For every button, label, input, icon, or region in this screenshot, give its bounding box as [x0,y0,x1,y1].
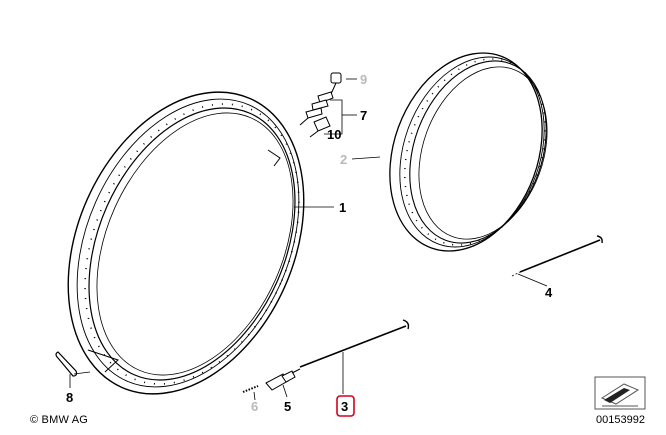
spoke-3[interactable] [299,319,410,368]
selection-highlight [336,395,355,417]
rim-front[interactable] [23,55,349,432]
spoke-4[interactable] [511,235,603,277]
document-view-icon[interactable] [594,376,646,410]
callout-5[interactable]: 5 [284,399,291,414]
callout-10[interactable]: 10 [327,127,341,142]
rim-rear[interactable] [363,32,570,273]
document-number: 00153992 [596,414,645,426]
valve-assembly[interactable] [299,72,342,138]
callout-7[interactable]: 7 [360,108,367,123]
callout-2[interactable]: 2 [340,152,347,167]
copyright-text: © BMW AG [30,414,88,426]
leader-lines [69,78,548,401]
callout-1[interactable]: 1 [339,200,346,215]
callouts: 1 2 3 4 5 6 7 8 9 10 [66,72,553,417]
callout-4[interactable]: 4 [545,285,553,300]
callout-9[interactable]: 9 [360,72,367,87]
nipple-assembly[interactable] [242,368,301,393]
rim-tape-8[interactable] [55,351,91,377]
callout-8[interactable]: 8 [66,390,73,405]
callout-6[interactable]: 6 [251,399,258,414]
callout-3[interactable]: 3 [341,399,348,414]
